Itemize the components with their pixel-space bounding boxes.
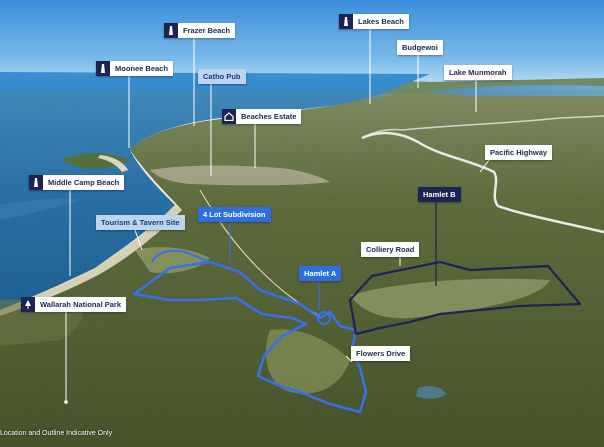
catho-pub-text: Catho Pub [203, 72, 241, 81]
moonee-beach-text: Moonee Beach [115, 64, 168, 73]
lake-munmorah-label: Lake Munmorah [444, 65, 512, 80]
lighthouse-icon [29, 175, 43, 190]
wallarah-national-park-text: Wallarah National Park [40, 300, 121, 309]
four-lot-subdivision-label: 4 Lot Subdivision [198, 207, 271, 222]
beaches-estate-label: Beaches Estate [222, 109, 302, 124]
lighthouse-icon [164, 23, 178, 38]
middle-camp-beach-text: Middle Camp Beach [48, 178, 120, 187]
four-lot-subdivision-text: 4 Lot Subdivision [203, 210, 266, 219]
pacific-highway-label: Pacific Highway [485, 145, 553, 160]
hamlet-a-label: Hamlet A [299, 266, 342, 281]
moonee-beach-label: Moonee Beach [96, 61, 173, 76]
lakes-beach-label: Lakes Beach [339, 14, 409, 29]
lighthouse-icon [339, 14, 353, 29]
beaches-estate-text: Beaches Estate [241, 112, 297, 121]
hamlet-b-text: Hamlet B [423, 190, 456, 199]
frazer-beach-label: Frazer Beach [164, 23, 236, 38]
budgewoi-label: Budgewoi [397, 40, 443, 55]
colliery-road-text: Colliery Road [366, 245, 415, 254]
hamlet-a-text: Hamlet A [304, 269, 337, 278]
wallarah-national-park-label: Wallarah National Park [21, 297, 126, 312]
tourism-tavern-site-label: Tourism & Tavern Site [96, 215, 185, 230]
lakes-beach-text: Lakes Beach [358, 17, 404, 26]
colliery-road-label: Colliery Road [361, 242, 420, 257]
flowers-drive-text: Flowers Drive [356, 349, 406, 358]
house-icon [222, 109, 236, 124]
hamlet-b-label: Hamlet B [418, 187, 461, 202]
frazer-beach-text: Frazer Beach [183, 26, 231, 35]
budgewoi-text: Budgewoi [402, 43, 438, 52]
middle-camp-beach-label: Middle Camp Beach [29, 175, 125, 190]
lighthouse-icon [96, 61, 110, 76]
lake-munmorah-text: Lake Munmorah [449, 68, 507, 77]
catho-pub-label: Catho Pub [198, 69, 246, 84]
tourism-tavern-site-text: Tourism & Tavern Site [101, 218, 180, 227]
park-icon [21, 297, 35, 312]
pacific-highway-text: Pacific Highway [490, 148, 548, 157]
flowers-drive-label: Flowers Drive [351, 346, 411, 361]
disclaimer-text: Location and Outline Indicative Only [0, 430, 113, 437]
